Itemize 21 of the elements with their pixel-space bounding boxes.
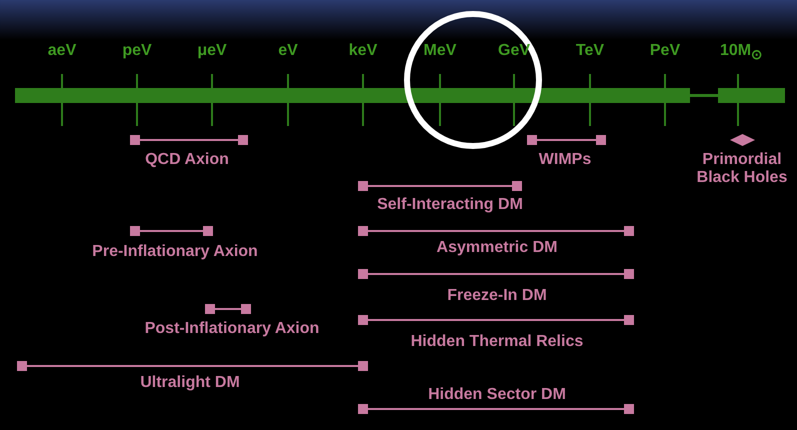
tick-label: TeV bbox=[576, 42, 604, 60]
range-label: Pre-Inflationary Axion bbox=[92, 243, 258, 262]
tick-label: eV bbox=[278, 42, 298, 60]
tick-label: GeV bbox=[498, 42, 530, 60]
tick-label: 10M$_{⊙}$ bbox=[720, 42, 762, 62]
range-label: Self-Interacting DM bbox=[377, 196, 523, 214]
range-label: Asymmetric DM bbox=[436, 239, 558, 258]
tick-label: MeV bbox=[424, 42, 456, 60]
range-label: Ultralight DM bbox=[140, 374, 240, 392]
range-label: Hidden Sector DM bbox=[428, 386, 566, 404]
range-label: WIMPs bbox=[538, 151, 592, 170]
range-label: QCD Axion bbox=[145, 151, 229, 170]
range-label: Hidden Thermal Relics bbox=[410, 333, 584, 352]
tick-label: μeV bbox=[197, 42, 227, 60]
tick-label: keV bbox=[348, 42, 378, 60]
tick-label: aeV bbox=[48, 42, 76, 60]
range-label: Post-Inflationary Axion bbox=[144, 320, 320, 338]
range-label: Primordial Black Holes bbox=[696, 151, 788, 188]
range-label: Freeze-In DM bbox=[447, 287, 547, 306]
tick-label: PeV bbox=[650, 42, 680, 60]
tick-label: peV bbox=[122, 42, 152, 60]
